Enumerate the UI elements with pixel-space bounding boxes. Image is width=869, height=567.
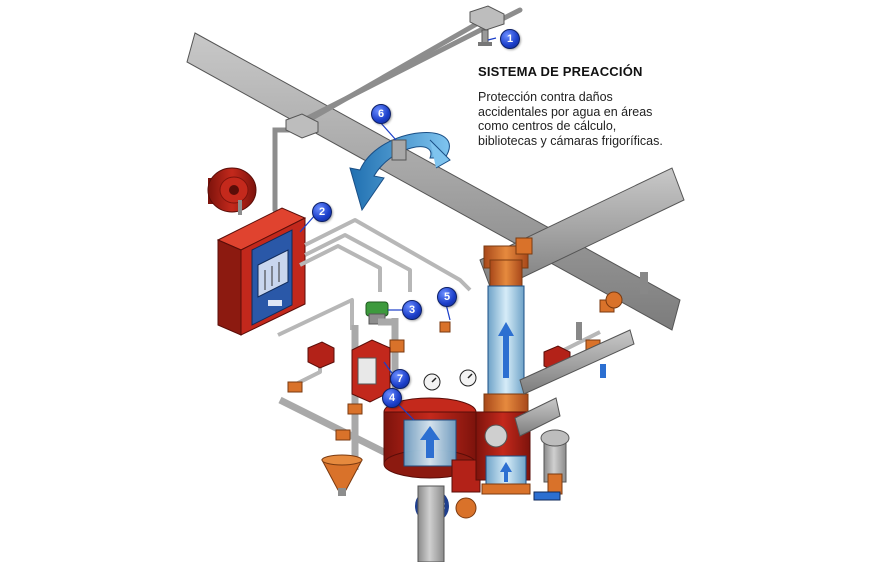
callout-3: 3 [402,300,422,320]
diagram-description: Protección contra daños accidentales por… [478,90,738,148]
description-line: como centros de cálculo, [478,119,617,133]
description-line: bibliotecas y cámaras frigoríficas. [478,133,663,148]
callout-1: 1 [500,29,520,49]
supply-riser [417,485,445,563]
callout-2: 2 [312,202,332,222]
air-valve-fitting [391,139,407,161]
alarm-bell [207,167,257,213]
description-line: accidentales por agua en áreas [478,104,653,119]
solenoid-left [307,341,335,369]
trim-piping-right [519,272,648,395]
callout-5: 5 [437,287,457,307]
callout-7: 7 [390,369,410,389]
pipe-tees [285,5,505,139]
control-panel [216,207,307,336]
drain-funnel [321,454,363,496]
diagram-title: SISTEMA DE PREACCIÓN [478,64,643,79]
cross-pipe [479,167,685,293]
description-line: Protección contra daños [478,90,613,104]
electrical-conduits [277,218,601,388]
callout-4: 4 [382,388,402,408]
green-pressure-switch [365,301,389,325]
riser-right [475,237,533,495]
deluge-valve [383,397,481,519]
rotation-arrow [349,132,451,212]
callout-6: 6 [371,104,391,124]
sprinkler-head [478,29,492,46]
drain-pipe-right [514,397,570,501]
